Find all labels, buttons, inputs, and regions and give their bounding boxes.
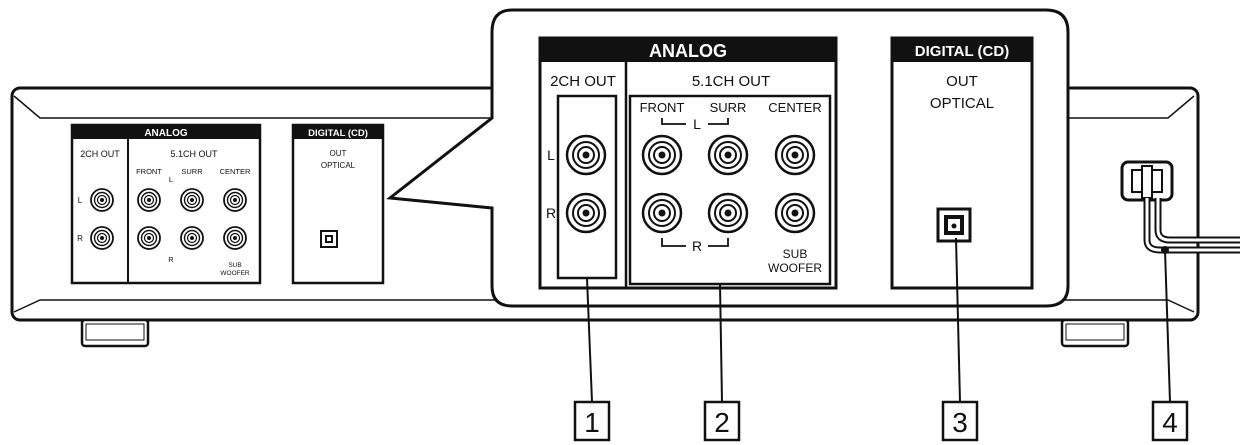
zoom-center-label: CENTER (768, 100, 821, 115)
zoom-optical-jack (936, 207, 972, 243)
callout-3: 3 (941, 400, 979, 442)
small-digital-section: DIGITAL (CD) OUT OPTICAL (291, 123, 385, 285)
zoom-front-r-jack (641, 192, 683, 234)
small-digital-title: DIGITAL (CD) (308, 128, 368, 139)
power-cord (1120, 160, 1240, 254)
small-analog-title: ANALOG (144, 128, 188, 139)
zoom-out-label: OUT (946, 73, 978, 90)
zoom-digital-title: DIGITAL (CD) (915, 43, 1009, 60)
zoom-l-51-label: L (693, 116, 701, 132)
zoom-optical-label: OPTICAL (930, 95, 994, 112)
small-front-l-jack (137, 188, 161, 212)
small-2ch-r-jack (90, 226, 114, 250)
small-analog-section: ANALOG 2CH OUT 5.1CH OUT FRONT SURR CENT… (70, 123, 262, 285)
zoom-digital-section: DIGITAL (CD) OUT OPTICAL (890, 36, 1034, 290)
small-center-label: CENTER (220, 167, 251, 176)
zoom-analog-title: ANALOG (649, 41, 727, 61)
zoom-center-jack (774, 134, 816, 176)
zoom-woofer-label: WOOFER (768, 261, 822, 275)
small-optical-jack (320, 230, 338, 248)
small-l-51-label: L (169, 175, 173, 184)
callout-2: 2 (703, 400, 741, 442)
zoom-2ch-r-jack (565, 192, 607, 234)
callout-3-number: 3 (952, 407, 968, 438)
zoom-surr-label: SURR (710, 100, 747, 115)
small-2ch-l-jack (90, 188, 114, 212)
callout-1: 1 (573, 400, 611, 442)
small-surr-label: SURR (181, 167, 203, 176)
small-surr-r-jack (180, 226, 204, 250)
small-center-jack (223, 188, 247, 212)
small-subwoofer-jack (223, 226, 247, 250)
zoom-51ch-out-label: 5.1CH OUT (692, 73, 770, 90)
zoom-analog-section: ANALOG 2CH OUT 5.1CH OUT FRONT SURR CENT… (538, 36, 838, 290)
small-r-2ch-label: R (77, 234, 83, 243)
callout-2-number: 2 (714, 407, 730, 438)
callout-1-number: 1 (584, 407, 600, 438)
zoom-front-l-jack (641, 134, 683, 176)
callout-box-2-outline (628, 94, 832, 286)
zoom-r-51-label: R (692, 238, 702, 254)
small-51ch-out-label: 5.1CH OUT (170, 149, 218, 159)
small-surr-l-jack (180, 188, 204, 212)
small-2ch-out-label: 2CH OUT (80, 149, 120, 159)
small-sub-label: SUB (228, 262, 241, 269)
zoom-subwoofer-jack (774, 192, 816, 234)
zoom-surr-l-jack (707, 134, 749, 176)
zoom-r-2ch-label: R (546, 205, 556, 221)
zoom-2ch-out-label: 2CH OUT (550, 73, 616, 90)
small-l-2ch-label: L (78, 196, 83, 205)
callout-4: 4 (1151, 400, 1189, 442)
small-optical-label: OPTICAL (321, 161, 356, 170)
zoom-2ch-l-jack (565, 134, 607, 176)
zoom-front-label: FRONT (640, 100, 685, 115)
small-front-r-jack (137, 226, 161, 250)
zoom-sub-label: SUB (783, 247, 808, 261)
small-front-label: FRONT (136, 167, 162, 176)
zoom-l-2ch-label: L (547, 147, 555, 163)
small-out-label: OUT (330, 149, 347, 158)
zoom-surr-r-jack (707, 192, 749, 234)
callout-leaders (586, 237, 1171, 403)
small-r-51-label: R (168, 255, 174, 264)
callout-4-number: 4 (1162, 407, 1178, 438)
small-woofer-label: WOOFER (220, 270, 250, 277)
